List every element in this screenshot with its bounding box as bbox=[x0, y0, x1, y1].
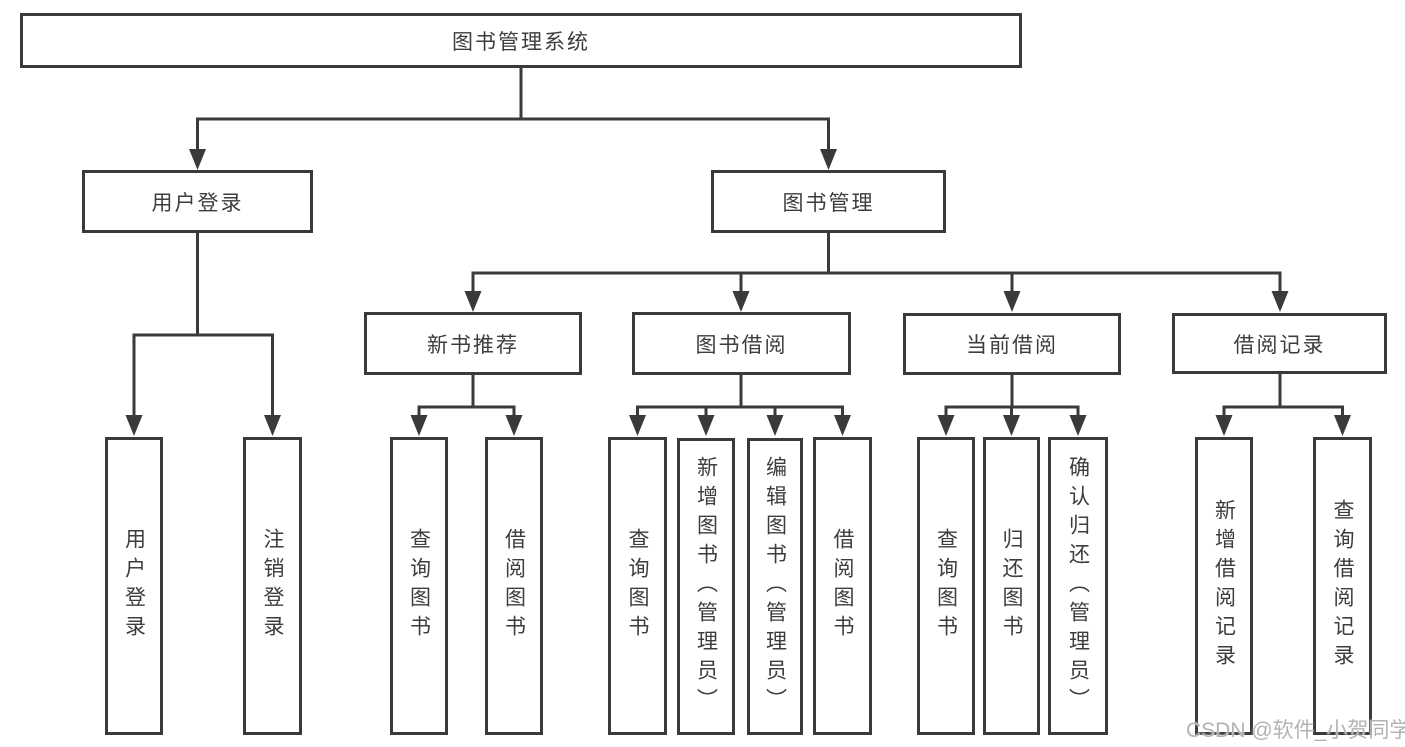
leaf-logout: 注销登录 bbox=[243, 437, 302, 735]
leaf-borrowing-query-books: 查询图书 bbox=[608, 437, 667, 735]
connector-lines bbox=[132, 68, 1344, 417]
leaf-current-query-books-label: 查询图书 bbox=[934, 528, 958, 644]
leaf-edit-books-admin: 编辑图书（管理员） bbox=[747, 438, 803, 735]
leaf-recommend-query-books-label: 查询图书 bbox=[407, 528, 431, 644]
leaf-add-books-admin: 新增图书（管理员） bbox=[677, 438, 735, 735]
leaf-add-borrow-record: 新增借阅记录 bbox=[1195, 437, 1253, 735]
leaf-recommend-borrow-books: 借阅图书 bbox=[485, 437, 543, 735]
leaf-query-borrow-record: 查询借阅记录 bbox=[1313, 437, 1372, 735]
leaf-return-books-label: 归还图书 bbox=[1000, 528, 1023, 644]
node-book-borrowing: 图书借阅 bbox=[632, 312, 851, 375]
leaf-user-login: 用户登录 bbox=[105, 437, 163, 735]
leaf-borrowing-borrow-books-label: 借阅图书 bbox=[831, 528, 854, 644]
node-book-borrowing-label: 图书借阅 bbox=[695, 333, 788, 357]
leaf-borrowing-query-books-label: 查询图书 bbox=[626, 528, 649, 644]
leaf-add-books-admin-label: 新增图书（管理员） bbox=[694, 456, 718, 717]
node-current-borrowing-label: 当前借阅 bbox=[966, 334, 1058, 357]
node-user-login-label: 用户登录 bbox=[151, 191, 244, 215]
node-root-label: 图书管理系统 bbox=[452, 30, 590, 54]
leaf-query-borrow-record-label: 查询借阅记录 bbox=[1331, 499, 1354, 673]
leaf-confirm-return-admin-label: 确认归还（管理员） bbox=[1066, 455, 1090, 717]
leaf-confirm-return-admin: 确认归还（管理员） bbox=[1048, 437, 1108, 735]
leaf-return-books: 归还图书 bbox=[983, 437, 1040, 735]
node-new-book-recommend: 新书推荐 bbox=[364, 312, 582, 375]
leaf-edit-books-admin-label: 编辑图书（管理员） bbox=[763, 456, 787, 717]
leaf-borrowing-borrow-books: 借阅图书 bbox=[813, 437, 872, 735]
node-root: 图书管理系统 bbox=[20, 13, 1022, 68]
leaf-recommend-borrow-books-label: 借阅图书 bbox=[502, 528, 526, 644]
node-current-borrowing: 当前借阅 bbox=[903, 313, 1121, 375]
csdn-watermark: CSDN @软件_小贺同学 bbox=[1186, 719, 1405, 742]
node-borrowing-records: 借阅记录 bbox=[1172, 313, 1387, 374]
node-new-book-recommend-label: 新书推荐 bbox=[427, 333, 519, 357]
leaf-logout-label: 注销登录 bbox=[261, 528, 284, 644]
leaf-add-borrow-record-label: 新增借阅记录 bbox=[1212, 499, 1236, 673]
arrowheads bbox=[125, 149, 1351, 436]
node-user-login: 用户登录 bbox=[82, 170, 313, 233]
node-book-management-label: 图书管理 bbox=[782, 191, 875, 215]
leaf-recommend-query-books: 查询图书 bbox=[390, 437, 448, 735]
leaf-current-query-books: 查询图书 bbox=[917, 437, 975, 735]
node-borrowing-records-label: 借阅记录 bbox=[1233, 333, 1326, 357]
node-book-management: 图书管理 bbox=[711, 170, 946, 233]
leaf-user-login-label: 用户登录 bbox=[122, 528, 146, 644]
